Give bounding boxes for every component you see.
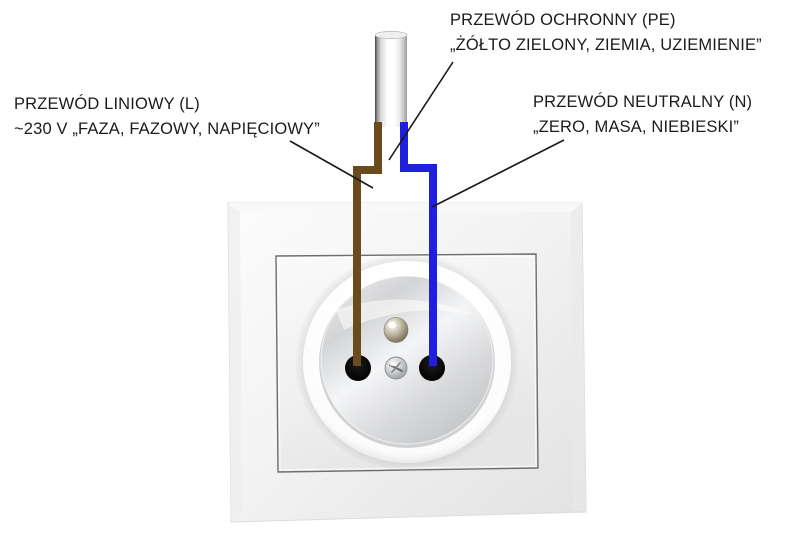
label-line-conductor: PRZEWÓD LINIOWY (L) ~230 V „FAZA, FAZOWY… (14, 92, 320, 142)
wire-line (353, 122, 382, 366)
leader-line-protective (388, 61, 454, 161)
label-protective-conductor-line1: PRZEWÓD OCHRONNY (PE) (450, 11, 676, 29)
label-line-conductor-line1: PRZEWÓD LINIOWY (L) (14, 95, 200, 113)
leader-line-line (289, 140, 374, 189)
cable-sheath (374, 31, 408, 127)
label-neutral-conductor-line1: PRZEWÓD NEUTRALNY (N) (533, 93, 753, 111)
label-neutral-conductor-line2: „ZERO, MASA, NIEBIESKI” (533, 118, 740, 136)
label-protective-conductor-line2: „ŻÓŁTO ZIELONY, ZIEMIA, UZIEMIENIE” (450, 36, 762, 54)
leader-line-neutral (431, 139, 565, 208)
label-line-conductor-line2: ~230 V „FAZA, FAZOWY, NAPIĘCIOWY” (14, 120, 320, 138)
center-screw-icon (384, 356, 408, 380)
leader-lines (289, 61, 565, 208)
socket-hole-line (345, 355, 371, 381)
label-neutral-conductor: PRZEWÓD NEUTRALNY (N) „ZERO, MASA, NIEBI… (533, 90, 752, 140)
socket-recess (295, 254, 519, 470)
label-protective-conductor: PRZEWÓD OCHRONNY (PE) „ŻÓŁTO ZIELONY, ZI… (450, 8, 762, 58)
socket-hole-neutral (419, 355, 445, 381)
wire-neutral (400, 122, 437, 366)
